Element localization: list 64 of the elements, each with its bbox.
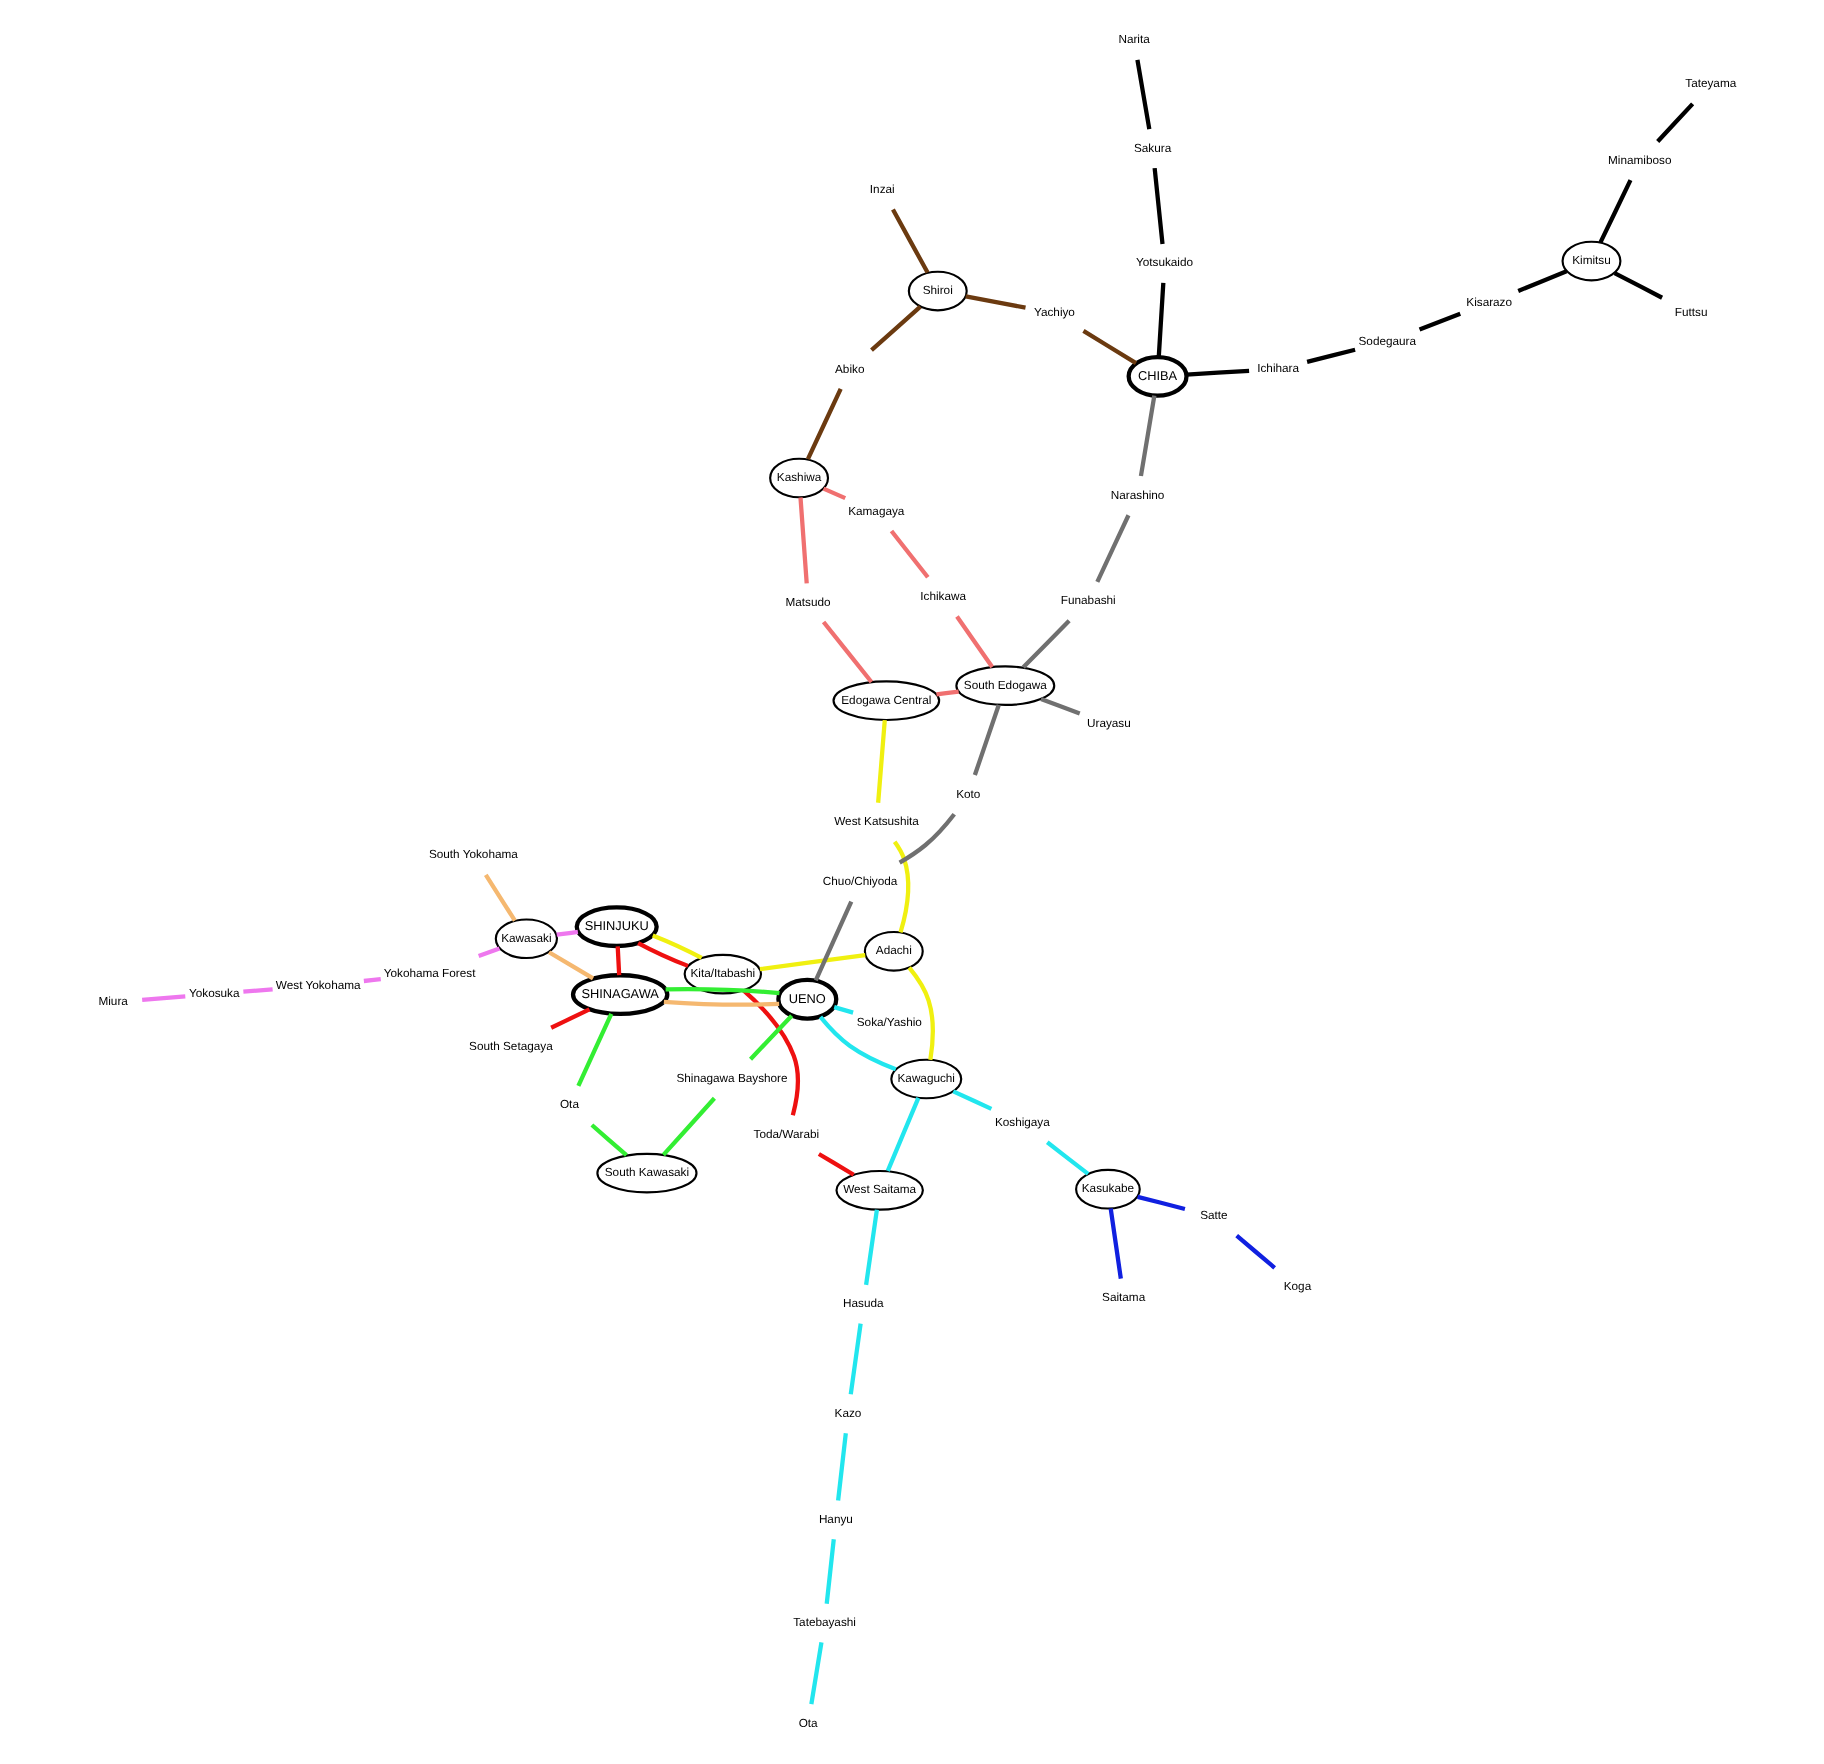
connector bbox=[824, 1539, 836, 1604]
connector bbox=[550, 1007, 591, 1030]
connector bbox=[1095, 514, 1131, 583]
connector bbox=[818, 1015, 897, 1072]
connector bbox=[1613, 271, 1664, 300]
connector bbox=[836, 1432, 848, 1501]
connector bbox=[870, 304, 922, 352]
connector bbox=[1186, 368, 1250, 377]
connector bbox=[805, 388, 843, 460]
connector bbox=[590, 1123, 628, 1157]
connector bbox=[243, 987, 273, 994]
connector bbox=[363, 977, 381, 984]
connector bbox=[1108, 1208, 1123, 1279]
connector bbox=[891, 208, 930, 274]
connector bbox=[1021, 619, 1071, 669]
connector bbox=[1306, 347, 1356, 364]
connector bbox=[821, 620, 874, 684]
connector bbox=[742, 988, 800, 1116]
connector bbox=[1156, 282, 1166, 357]
connector bbox=[1138, 395, 1157, 477]
connector bbox=[759, 953, 866, 972]
connector bbox=[848, 1323, 863, 1395]
connector bbox=[955, 615, 994, 669]
connector bbox=[889, 529, 930, 579]
connector bbox=[972, 704, 1001, 776]
connector bbox=[477, 946, 501, 959]
connector bbox=[1045, 1140, 1090, 1176]
connector bbox=[1656, 102, 1695, 143]
connector bbox=[798, 497, 809, 584]
connector bbox=[822, 486, 847, 501]
connector bbox=[876, 720, 887, 803]
connector bbox=[484, 873, 517, 922]
connector bbox=[637, 941, 689, 968]
connector bbox=[885, 1096, 921, 1172]
connector bbox=[952, 1089, 993, 1111]
connector bbox=[864, 1209, 879, 1286]
connector bbox=[615, 946, 622, 976]
connector bbox=[892, 840, 911, 934]
connector bbox=[1517, 269, 1568, 293]
connector bbox=[1137, 1194, 1186, 1212]
connector bbox=[965, 294, 1026, 310]
connector bbox=[1598, 179, 1633, 244]
connector bbox=[936, 689, 959, 697]
connector bbox=[1418, 311, 1462, 332]
connector bbox=[748, 1014, 794, 1061]
connector bbox=[576, 1012, 614, 1087]
connector bbox=[556, 929, 579, 937]
connector bbox=[661, 1096, 716, 1157]
connector bbox=[651, 933, 703, 960]
connector bbox=[813, 900, 854, 982]
connector bbox=[1135, 59, 1152, 130]
connector bbox=[833, 1005, 854, 1015]
connector bbox=[142, 994, 186, 1003]
connector bbox=[663, 999, 780, 1007]
connector bbox=[907, 966, 935, 1061]
connector bbox=[1152, 167, 1165, 245]
connector bbox=[1235, 1234, 1277, 1270]
connector bbox=[1040, 697, 1081, 716]
connector bbox=[1082, 329, 1138, 365]
connector bbox=[547, 950, 595, 981]
connector bbox=[809, 1642, 824, 1705]
connector bbox=[817, 1152, 855, 1177]
connector bbox=[898, 812, 956, 865]
connector bbox=[665, 987, 780, 996]
